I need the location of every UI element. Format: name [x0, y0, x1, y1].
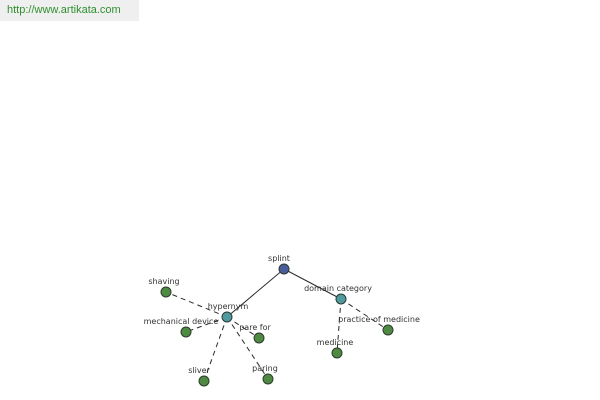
node-paring[interactable]: paring: [252, 364, 278, 385]
node-splint-dot[interactable]: [278, 263, 290, 275]
edge-splint-hypernym: [226, 268, 285, 318]
node-paring-dot[interactable]: [262, 373, 274, 385]
edge-domain-practice-of-medicine: [340, 298, 389, 331]
node-shaving[interactable]: shaving: [148, 277, 180, 298]
node-hypernym-label: hypernym: [208, 302, 249, 311]
node-medicine-dot[interactable]: [331, 347, 343, 359]
edge-hypernym-mechanical-device: [185, 316, 228, 333]
node-hypernym-dot[interactable]: [221, 311, 233, 323]
node-mechanical-device[interactable]: mechanical device: [144, 317, 219, 338]
node-splint[interactable]: splint: [268, 254, 290, 275]
edge-splint-domain-category: [283, 268, 342, 300]
node-splint-label: splint: [268, 254, 290, 263]
edge-hypernym-sliver: [203, 316, 228, 382]
node-paring-label: paring: [252, 364, 278, 373]
node-domain-category-dot[interactable]: [335, 293, 347, 305]
node-pare-for-label: pare for: [239, 323, 271, 332]
node-domain-category[interactable]: domain category: [304, 284, 372, 305]
node-practice-of-medicine-dot[interactable]: [382, 324, 394, 336]
edge-domain-medicine: [336, 298, 342, 354]
edge-hypernym-pare-for: [226, 316, 260, 339]
node-shaving-label: shaving: [148, 277, 179, 286]
node-sliver-dot[interactable]: [198, 375, 210, 387]
node-practice-of-medicine[interactable]: practice of medicine: [338, 315, 420, 336]
node-pare-for[interactable]: pare for: [239, 323, 271, 344]
node-sliver-label: sliver: [188, 366, 210, 375]
node-shaving-dot[interactable]: [160, 286, 172, 298]
node-mechanical-device-label: mechanical device: [144, 317, 219, 326]
site-url-link[interactable]: http://www.artikata.com: [0, 0, 139, 21]
edge-hypernym-shaving: [165, 291, 228, 318]
node-pare-for-dot[interactable]: [253, 332, 265, 344]
node-hypernym[interactable]: hypernym: [208, 302, 249, 323]
edge-hypernym-paring: [226, 316, 269, 380]
node-medicine-label: medicine: [317, 338, 354, 347]
node-medicine[interactable]: medicine: [317, 338, 354, 359]
node-sliver[interactable]: sliver: [188, 366, 210, 387]
node-mechanical-device-dot[interactable]: [180, 326, 192, 338]
node-practice-of-medicine-label: practice of medicine: [338, 315, 420, 324]
node-domain-category-label: domain category: [304, 284, 372, 293]
